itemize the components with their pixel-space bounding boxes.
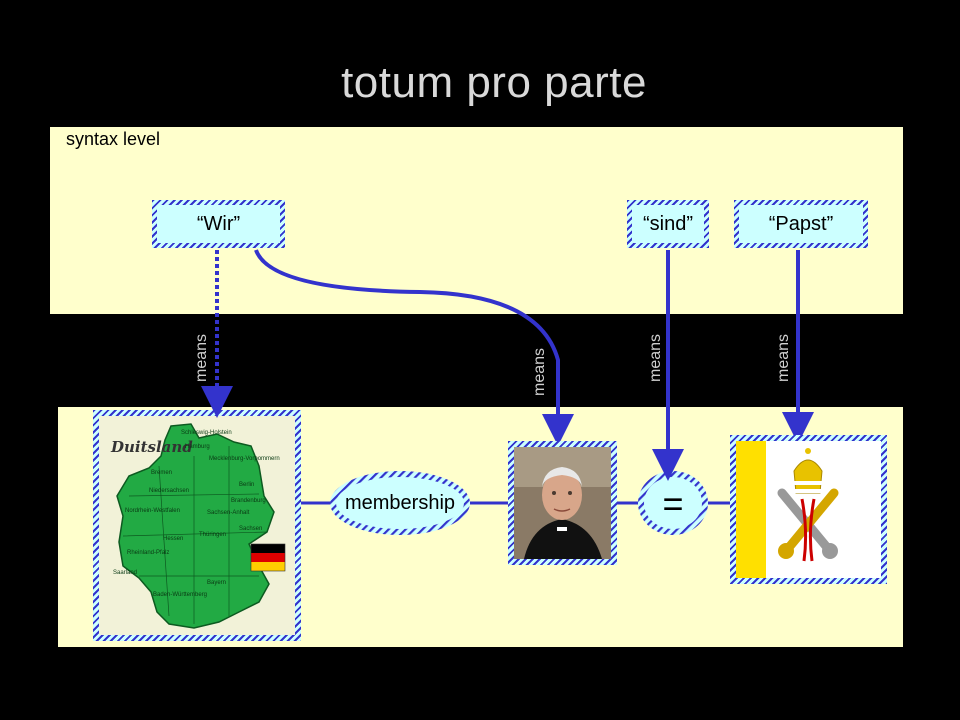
word-wir-box[interactable]: “Wir” — [152, 200, 285, 248]
map-region-label: Niedersachsen — [149, 488, 189, 494]
map-region-label: Schleswig-Holstein — [181, 430, 232, 436]
map-region-label: Thüringen — [199, 532, 226, 538]
map-region-label: Bremen — [151, 470, 172, 476]
equals-symbol: = — [662, 483, 683, 524]
means-label-wir-dotted: means — [193, 333, 210, 382]
means-label-sind: means — [647, 333, 664, 382]
syntax-level-label: syntax level — [66, 129, 161, 149]
map-region-label: Berlin — [239, 482, 254, 488]
means-label-wir-curved: means — [531, 347, 548, 396]
german-flag-icon — [250, 543, 286, 572]
map-caption: Duitsland — [110, 438, 193, 456]
germany-map-frame[interactable]: Duitsland Schleswig-Holstein Hamburg Mec… — [93, 410, 301, 641]
pope-photo — [514, 447, 611, 559]
word-papst-label: “Papst” — [739, 205, 863, 243]
map-region-label: Sachsen-Anhalt — [207, 510, 250, 516]
membership-ellipse-fill — [336, 477, 464, 529]
means-label-papst: means — [775, 333, 792, 382]
word-sind-label: “sind” — [632, 205, 704, 243]
pope-photo-icon — [514, 447, 611, 559]
vatican-flag-icon — [736, 441, 881, 578]
map-region-label: Sachsen — [239, 526, 262, 532]
map-region-label: Hessen — [163, 536, 183, 542]
state-borders — [122, 446, 268, 624]
map-region-label: Rheinland-Pfalz — [127, 550, 169, 556]
membership-label: membership — [344, 491, 456, 514]
word-papst-box[interactable]: “Papst” — [734, 200, 868, 248]
page-title: totum pro parte — [341, 58, 647, 107]
germany-map: Duitsland Schleswig-Holstein Hamburg Mec… — [99, 416, 295, 635]
map-region-label: Hamburg — [185, 444, 210, 450]
map-region-label: Nordrhein-Westfalen — [125, 508, 180, 514]
germany-shape — [116, 423, 275, 629]
equals-ellipse-fill — [644, 477, 702, 529]
map-region-labels: Schleswig-Holstein Hamburg Mecklenburg-V… — [113, 430, 280, 598]
germany-map-icon: Duitsland Schleswig-Holstein Hamburg Mec… — [110, 423, 286, 629]
map-region-label: Saarland — [113, 570, 137, 576]
map-region-label: Mecklenburg-Vorpommern — [209, 456, 280, 462]
word-wir-label: “Wir” — [157, 205, 280, 243]
map-region-label: Baden-Württemberg — [153, 592, 207, 598]
map-region-label: Brandenburg — [231, 498, 266, 504]
wir-means-arrow-curved — [254, 249, 574, 446]
vatican-flag-frame[interactable] — [730, 435, 887, 584]
word-sind-box[interactable]: “sind” — [627, 200, 709, 248]
map-region-label: Bayern — [207, 580, 226, 586]
pope-photo-frame[interactable] — [508, 441, 617, 565]
vatican-flag — [736, 441, 881, 578]
